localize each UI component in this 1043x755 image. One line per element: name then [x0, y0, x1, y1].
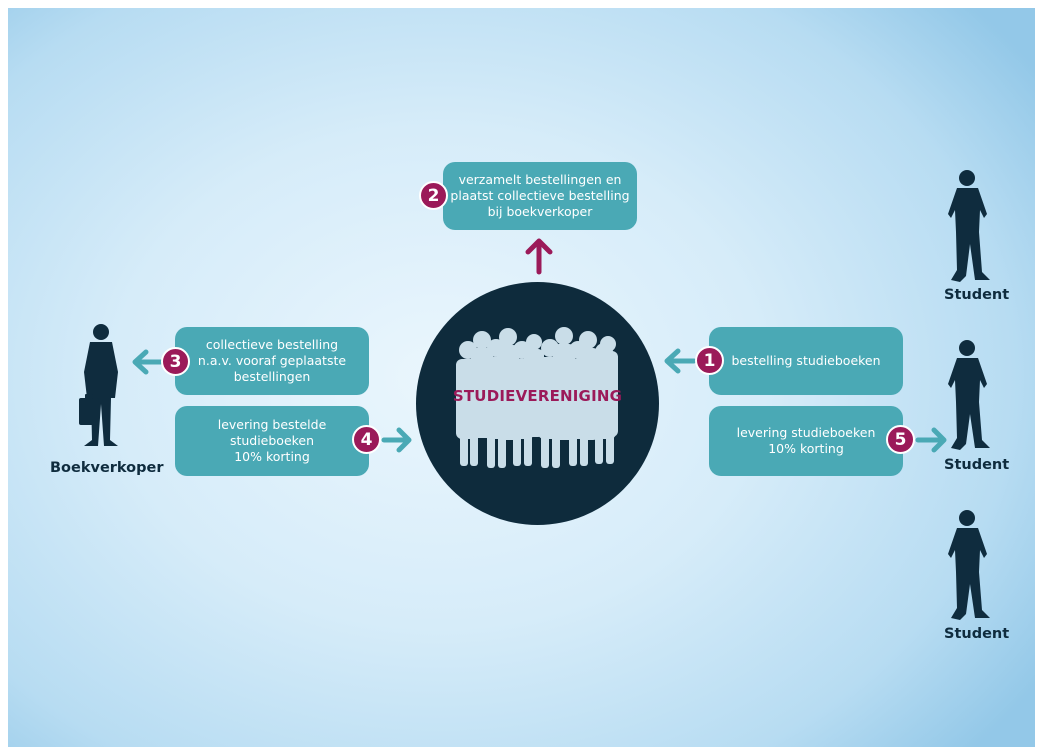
- step-5-line-1: levering studieboeken: [736, 425, 876, 440]
- student-icon: [948, 340, 990, 450]
- arrow-right-icon: [915, 427, 947, 453]
- step-2-line-1: verzamelt bestellingen en: [458, 172, 622, 187]
- step-3-box: collectieve bestelling n.a.v. vooraf gep…: [175, 327, 369, 395]
- step-5-line-2: 10% korting: [768, 441, 844, 456]
- businessman-icon: [79, 324, 118, 446]
- arrow-right-icon: [381, 427, 412, 453]
- arrow-left-icon: [664, 348, 697, 374]
- step-4-badge: 4: [352, 425, 381, 454]
- bookseller-label: Boekverkoper: [50, 460, 164, 476]
- step-3-line-1: collectieve bestelling: [205, 337, 339, 352]
- student-label-3: Student: [944, 626, 1010, 642]
- step-2-badge: 2: [419, 181, 448, 210]
- step-4-line-3: 10% korting: [234, 449, 310, 464]
- student-icon: [948, 170, 990, 282]
- hub-title: STUDIEVERENIGING: [452, 387, 623, 405]
- step-4-line-2: studieboeken: [229, 433, 315, 448]
- step-2-box: verzamelt bestellingen en plaatst collec…: [443, 162, 637, 230]
- step-3-line-2: n.a.v. vooraf geplaatste: [197, 353, 347, 368]
- arrow-up-icon: [525, 238, 553, 275]
- step-3-line-3: bestellingen: [233, 369, 311, 384]
- step-1-badge: 1: [695, 346, 724, 375]
- student-label-1: Student: [944, 287, 1010, 303]
- step-1-box: bestelling studieboeken: [709, 327, 903, 395]
- step-2-line-2: plaatst collectieve bestelling: [450, 188, 630, 203]
- arrow-left-icon: [132, 349, 167, 375]
- step-4-line-1: levering bestelde: [217, 417, 327, 432]
- step-2-line-3: bij boekverkoper: [487, 204, 593, 219]
- student-association-hub: STUDIEVERENIGING: [416, 282, 659, 525]
- step-5-badge: 5: [886, 425, 915, 454]
- student-icon: [948, 510, 990, 620]
- step-4-box: levering bestelde studieboeken 10% korti…: [175, 406, 369, 476]
- step-1-line-1: bestelling studieboeken: [731, 353, 881, 368]
- step-3-badge: 3: [161, 347, 190, 376]
- student-label-2: Student: [944, 457, 1010, 473]
- step-5-box: levering studieboeken 10% korting: [709, 406, 903, 476]
- crowd-icon: [456, 327, 618, 468]
